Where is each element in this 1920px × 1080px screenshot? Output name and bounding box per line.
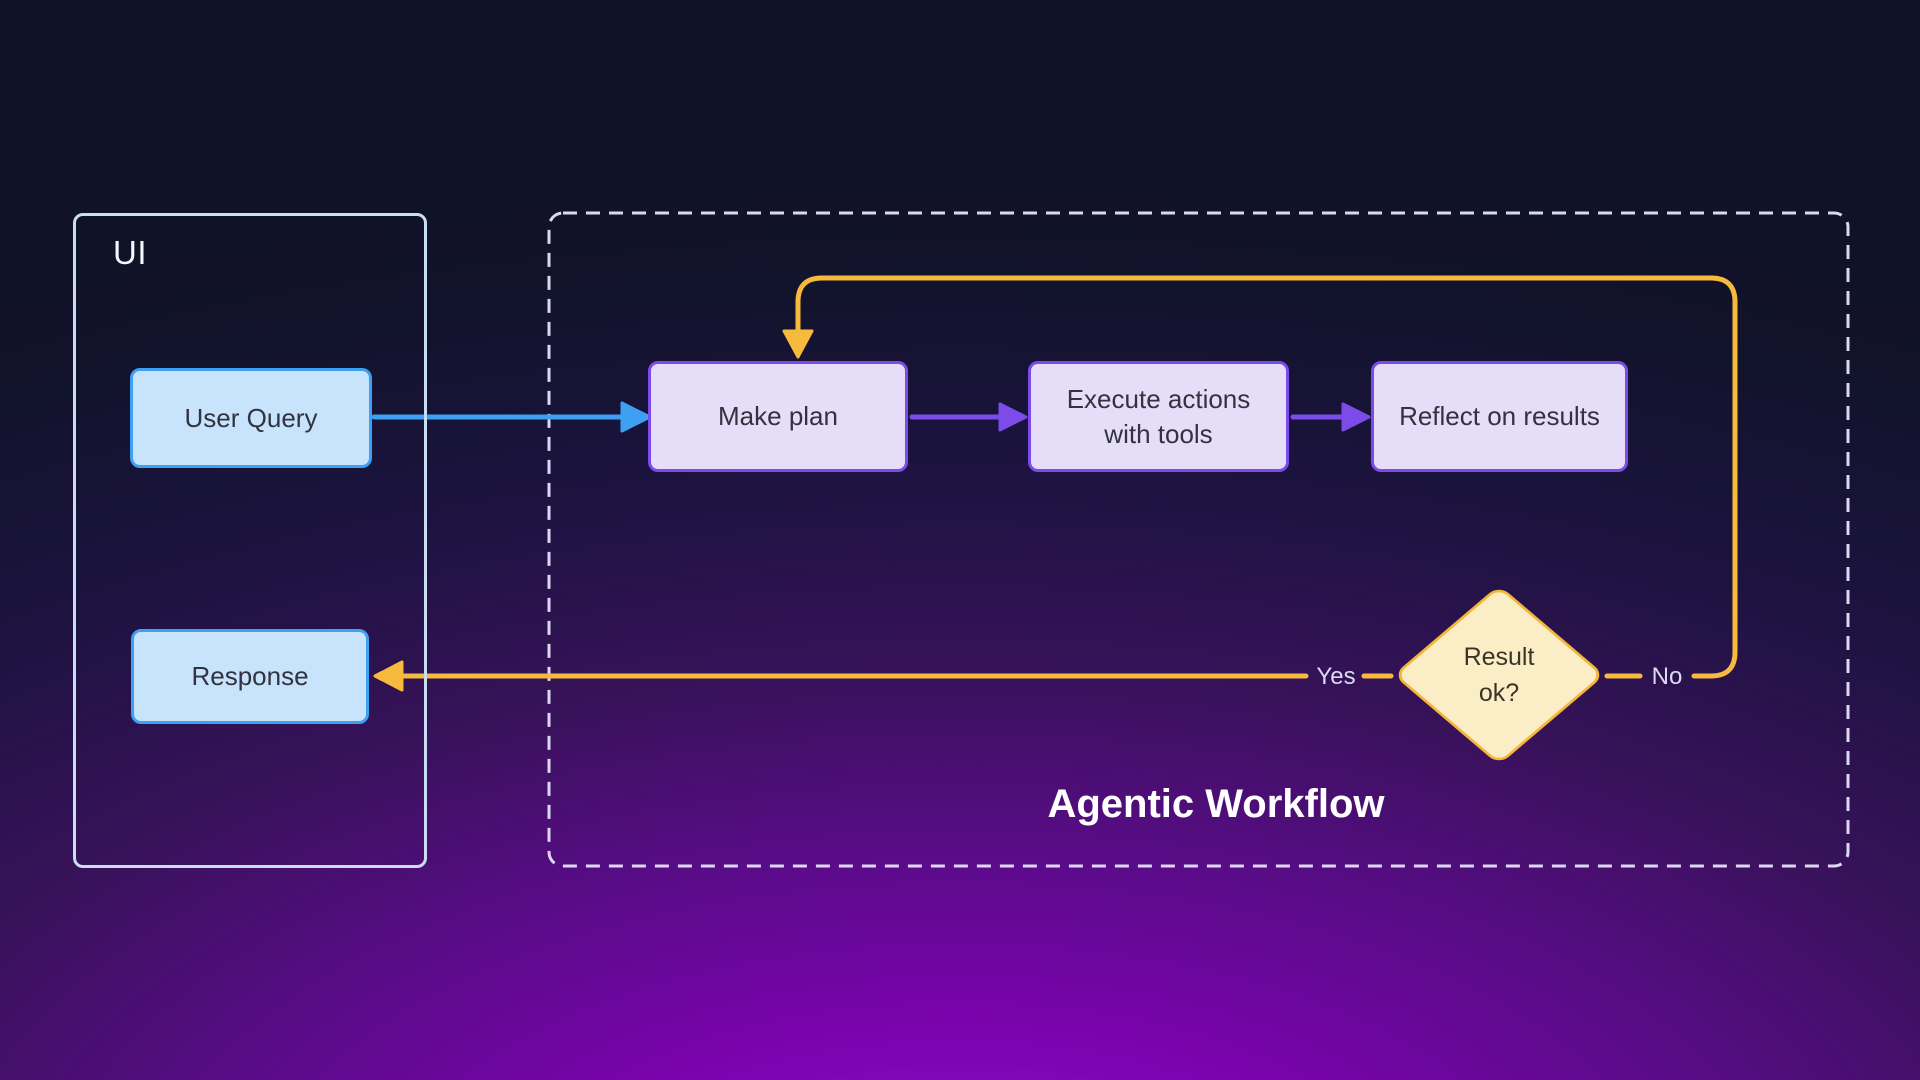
edge-label-yes: Yes xyxy=(1316,663,1356,690)
arrow-decision-yes-to-response xyxy=(373,660,1394,692)
node-decision-line2: ok? xyxy=(1478,679,1520,707)
node-response: Response xyxy=(131,629,369,724)
arrow-decision-no-to-make-plan xyxy=(782,275,1738,679)
node-reflect-on-results: Reflect on results xyxy=(1371,361,1628,472)
node-decision-result-ok: Result ok? xyxy=(1392,584,1606,766)
node-execute-actions: Execute actions with tools xyxy=(1028,361,1289,472)
edge-label-no: No xyxy=(1651,663,1683,690)
node-response-label: Response xyxy=(191,661,309,691)
arrow-user-query-to-make-plan xyxy=(371,401,652,433)
ui-panel-container xyxy=(73,213,427,868)
node-reflect-on-results-label: Reflect on results xyxy=(1399,401,1600,431)
arrow-execute-to-reflect xyxy=(1290,402,1371,432)
agentic-workflow-title: Agentic Workflow xyxy=(1047,782,1385,826)
node-execute-actions-line1: Execute actions xyxy=(1066,383,1251,414)
node-execute-actions-line2: with tools xyxy=(1104,418,1213,449)
node-decision-line1: Result xyxy=(1463,643,1535,671)
ui-panel-title: UI xyxy=(113,234,147,271)
node-user-query-label: User Query xyxy=(184,402,318,433)
node-make-plan-label: Make plan xyxy=(718,401,838,431)
arrow-make-plan-to-execute xyxy=(909,402,1028,432)
node-decision-label: Result ok? xyxy=(1393,585,1605,765)
agentic-workflow-container-border xyxy=(547,211,1850,868)
node-execute-actions-label: Execute actions with tools xyxy=(1067,382,1251,452)
node-user-query: User Query xyxy=(130,368,372,468)
node-make-plan: Make plan xyxy=(648,361,908,472)
